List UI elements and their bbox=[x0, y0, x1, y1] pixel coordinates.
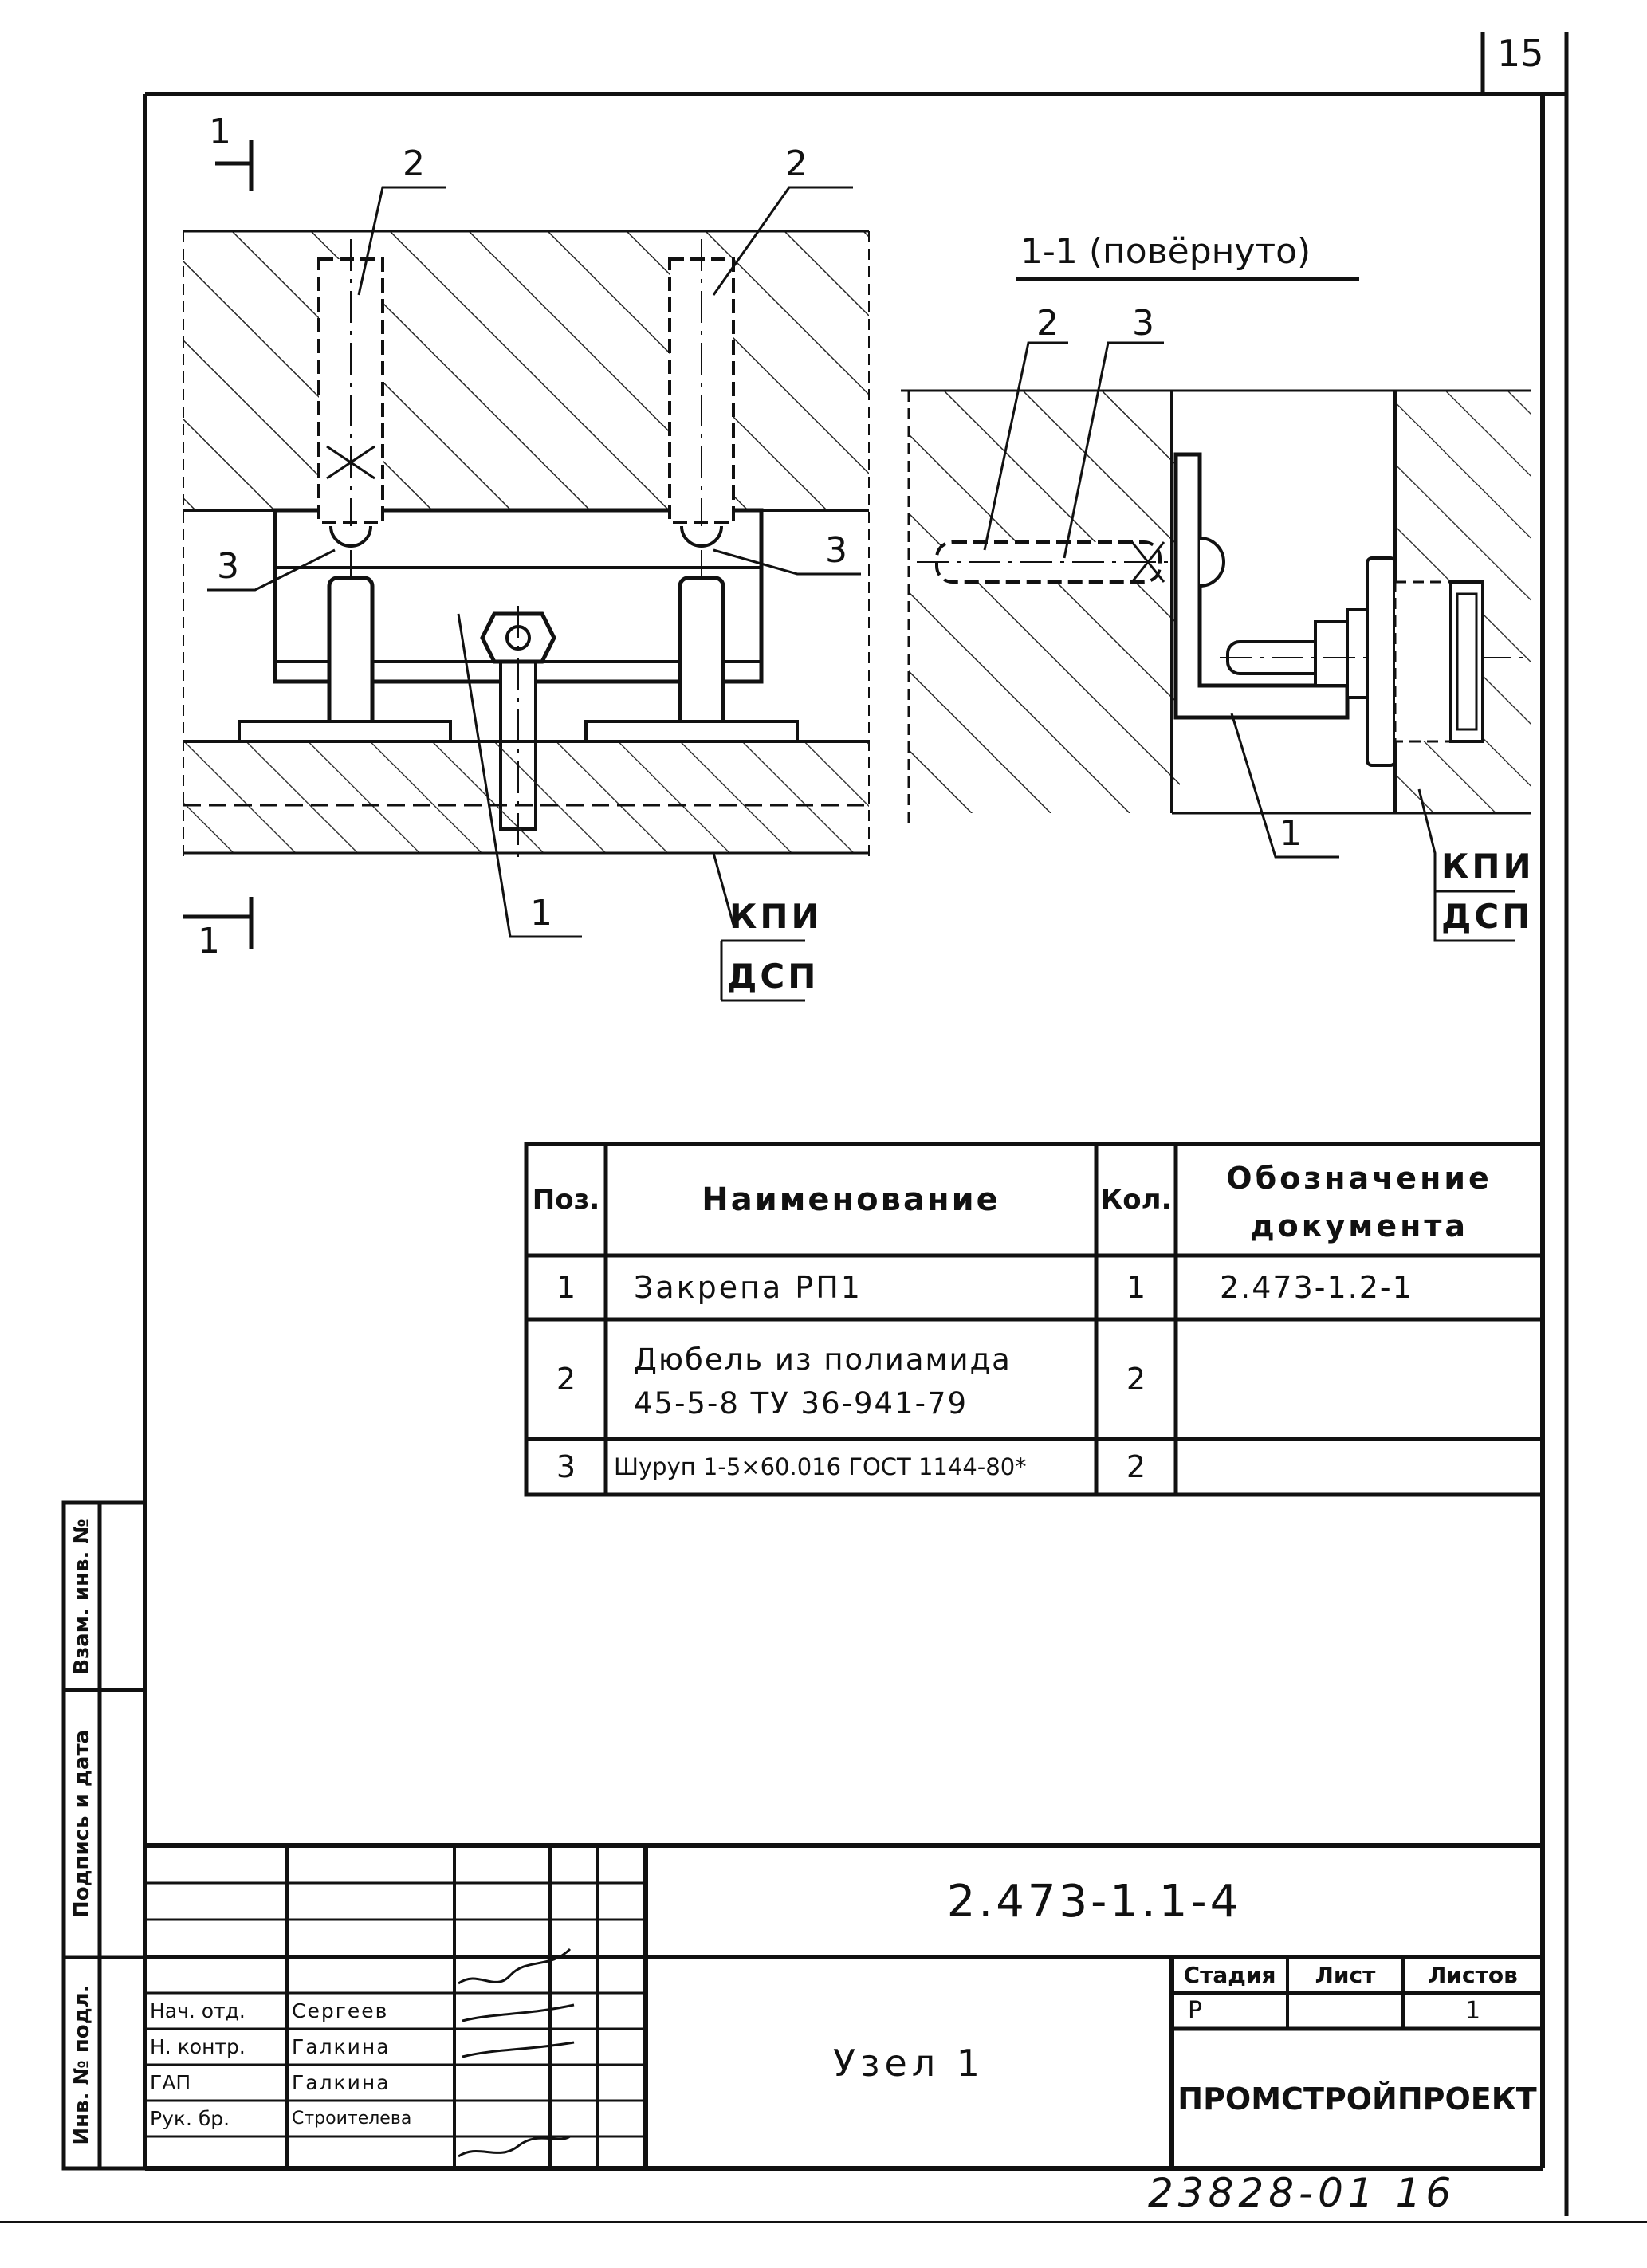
stage-value: Р bbox=[1188, 1997, 1203, 2025]
spec-row2-qty: 2 bbox=[1126, 1362, 1146, 1397]
spec-row1-doc: 2.473-1.2-1 bbox=[1220, 1270, 1413, 1305]
sheet-label: Лист bbox=[1315, 1962, 1376, 1988]
spec-header-doc-1: Обозначение bbox=[1226, 1160, 1492, 1196]
drawing-title: Узел 1 bbox=[832, 2041, 985, 2085]
spec-header-pos: Поз. bbox=[532, 1184, 600, 1216]
bottom-panel-hatch bbox=[183, 741, 869, 853]
name-3: Галкина bbox=[292, 2071, 391, 2094]
cut-marker-top: 1 bbox=[209, 112, 231, 152]
cut-marker-bottom: 1 bbox=[198, 921, 220, 961]
name-1: Сергеев bbox=[292, 1999, 389, 2022]
section-wall-hatch bbox=[909, 391, 1180, 813]
sheet-number: 15 bbox=[1497, 32, 1544, 75]
stamp-inv-podl: Инв. № подл. bbox=[70, 1984, 94, 2145]
role-2: Н. контр. bbox=[150, 2035, 246, 2058]
role-4: Рук. бр. bbox=[150, 2107, 230, 2130]
leader-3a: 3 bbox=[217, 546, 239, 587]
material-kpi-right: КПИ bbox=[1441, 847, 1535, 886]
plan-view-drawing bbox=[183, 140, 870, 949]
material-dsp-right: ДСП bbox=[1441, 897, 1534, 936]
spec-row3-qty: 2 bbox=[1126, 1449, 1146, 1484]
leader-lines bbox=[207, 186, 861, 938]
stamp-vzam-inv: Взам. инв. № bbox=[70, 1519, 94, 1675]
sheets-value: 1 bbox=[1464, 1997, 1481, 2025]
signatures bbox=[458, 1948, 575, 2158]
role-1: Нач. отд. bbox=[150, 1999, 246, 2022]
section-leader-2: 2 bbox=[1036, 303, 1059, 344]
material-kpi-left: КПИ bbox=[729, 897, 823, 936]
stamp-podpis-data: Подпись и дата bbox=[70, 1729, 94, 1919]
spec-row1-name: Закрепа РП1 bbox=[634, 1270, 863, 1305]
name-4: Строителева bbox=[292, 2109, 412, 2128]
section-cut-marker bbox=[183, 140, 254, 949]
spec-row1-pos: 1 bbox=[556, 1270, 576, 1305]
leader-1: 1 bbox=[530, 893, 552, 934]
spec-row3-pos: 3 bbox=[556, 1449, 576, 1484]
spec-row2-pos: 2 bbox=[556, 1362, 576, 1397]
section-view-drawing bbox=[901, 277, 1531, 942]
section-leader-lines bbox=[983, 341, 1515, 942]
spec-header-name: Наименование bbox=[702, 1181, 1000, 1218]
leader-3b: 3 bbox=[825, 530, 847, 571]
sheet-value bbox=[1287, 1993, 1403, 2029]
top-wall-hatch bbox=[183, 231, 869, 510]
spec-header-qty: Кол. bbox=[1100, 1184, 1172, 1216]
name-2: Галкина bbox=[292, 2035, 391, 2058]
spec-row1-qty: 1 bbox=[1126, 1270, 1146, 1305]
role-3: ГАП bbox=[150, 2071, 191, 2094]
leader-2b: 2 bbox=[785, 143, 808, 184]
spec-row2-name-1: Дюбель из полиамида bbox=[634, 1342, 1012, 1377]
spec-row2-name-2: 45-5-8 ТУ 36-941-79 bbox=[634, 1386, 969, 1421]
spec-header-doc-2: документа bbox=[1249, 1208, 1469, 1244]
document-designation: 2.473-1.1-4 bbox=[946, 1875, 1242, 1928]
section-title: 1-1 (повёрнуто) bbox=[1020, 231, 1311, 272]
section-leader-1: 1 bbox=[1279, 813, 1302, 854]
section-leader-3: 3 bbox=[1132, 303, 1154, 344]
title-block-grid bbox=[145, 1843, 1543, 2168]
material-label-lines bbox=[720, 939, 805, 1002]
side-stamp-grid bbox=[61, 1500, 147, 2171]
organization-name: ПРОМСТРОЙПРОЕКТ bbox=[1177, 2081, 1537, 2117]
inventory-number: 23828-01 16 bbox=[1148, 2170, 1456, 2216]
sheets-label: Листов bbox=[1428, 1962, 1518, 1988]
material-dsp-left: ДСП bbox=[727, 957, 820, 996]
spec-row3-name: Шуруп 1-5×60.016 ГОСТ 1144-80* bbox=[614, 1453, 1027, 1480]
stage-label: Стадия bbox=[1183, 1962, 1276, 1988]
spec-table-grid bbox=[524, 1142, 1545, 1497]
leader-2a: 2 bbox=[403, 143, 425, 184]
